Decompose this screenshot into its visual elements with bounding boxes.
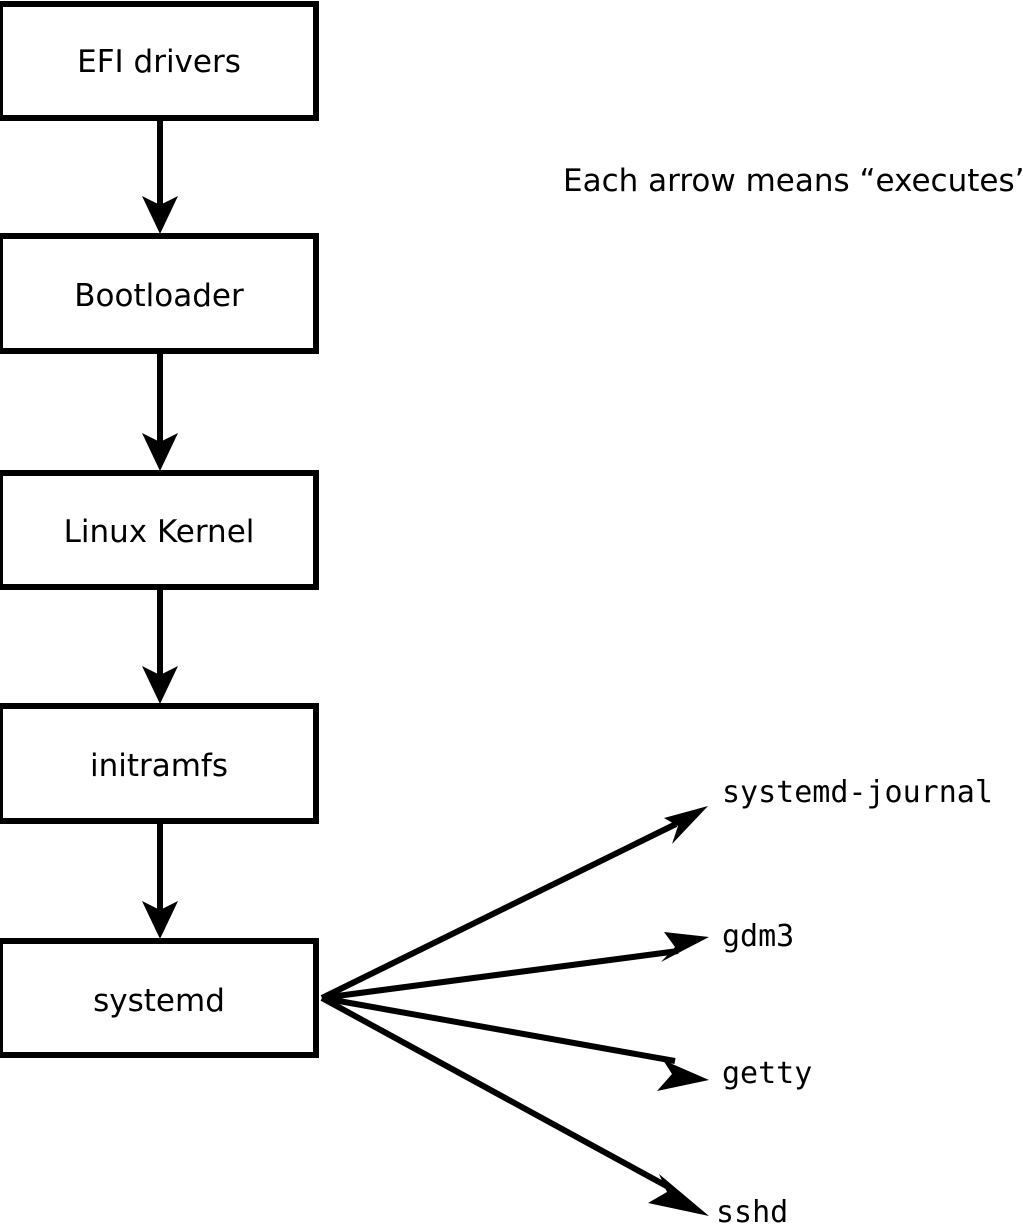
arrow-bootloader-to-linux-kernel [142,354,178,471]
node-label-initramfs: initramfs [90,748,228,784]
node-box-linux-kernel[interactable] [0,470,319,590]
node-linux-kernel[interactable]: Linux Kernel [0,470,319,590]
arrow-head-icon [661,932,709,962]
node-label-bootloader: Bootloader [74,278,244,314]
arrow-linux-kernel-to-initramfs [142,590,178,704]
node-efi-drivers[interactable]: EFI drivers [0,1,319,121]
arrow-head-icon [142,433,178,471]
node-box-systemd[interactable] [0,938,319,1058]
node-bootloader[interactable]: Bootloader [0,233,319,354]
arrow-head-icon [657,1060,709,1091]
arrow-head-icon [648,1174,709,1216]
legend-caption: Each arrow means “executes”. [563,163,1023,199]
arrow-systemd-to-getty [321,995,709,1091]
arrow-head-icon [664,806,708,844]
node-box-efi-drivers[interactable] [0,1,319,121]
arrow-systemd-to-sshd [320,995,709,1216]
node-box-initramfs[interactable] [0,703,319,824]
node-label-efi-drivers: EFI drivers [77,44,241,80]
service-label-gdm3: gdm3 [722,919,794,954]
arrow-head-icon [142,196,178,234]
arrow-systemd-to-gdm3 [321,932,709,1001]
arrow-initramfs-to-systemd [142,824,178,939]
service-label-systemd-journal: systemd-journal [722,775,993,810]
node-initramfs[interactable]: initramfs [0,703,319,824]
arrow-systemd-to-systemd-journal [320,806,708,1001]
service-label-sshd: sshd [716,1195,788,1230]
arrow-head-icon [142,901,178,939]
node-box-bootloader[interactable] [0,233,319,354]
service-label-getty: getty [722,1056,812,1091]
node-label-linux-kernel: Linux Kernel [64,514,255,550]
arrow-efi-drivers-to-bootloader [142,121,178,234]
arrow-head-icon [142,666,178,704]
node-label-systemd: systemd [93,983,225,1019]
node-systemd[interactable]: systemd [0,938,319,1058]
